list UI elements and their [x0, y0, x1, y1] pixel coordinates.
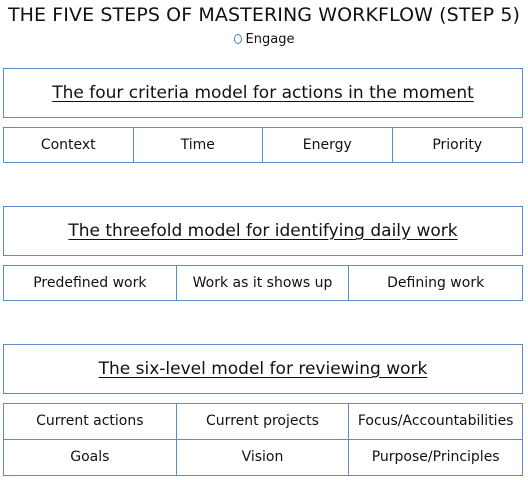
page-title: THE FIVE STEPS OF MASTERING WORKFLOW (ST… [7, 4, 521, 26]
section-2-heading-box: The threefold model for identifying dail… [3, 206, 523, 256]
section-3-heading: The six-level model for reviewing work [98, 359, 428, 379]
criteria-cell: Priority [432, 137, 483, 153]
daily-work-cell: Predefined work [4, 266, 177, 300]
bullet-icon [233, 34, 242, 44]
daily-work-cell: Defining work [387, 275, 485, 291]
review-level-cell: Purpose/Principles [371, 449, 500, 466]
section-1-heading-box: The four criteria model for actions in t… [3, 68, 523, 118]
review-level-cell: Focus/Accountabilities [349, 404, 522, 440]
section-3-heading-box: The six-level model for reviewing work [3, 344, 523, 394]
daily-work-cell: Work as it shows up [177, 266, 350, 300]
section-2-heading: The threefold model for identifying dail… [68, 221, 458, 241]
review-level-cell: Current actions [4, 404, 177, 440]
review-level-cell: Vision [177, 439, 350, 475]
criteria-cell: Energy [263, 128, 393, 162]
criteria-cell: Context [4, 128, 134, 162]
section-1-heading: The four criteria model for actions in t… [52, 83, 474, 103]
section-2-grid: Predefined work Work as it shows up Defi… [3, 265, 523, 301]
subtitle: Engage [0, 32, 528, 47]
subtitle-label: Engage [245, 32, 295, 47]
review-level-cell: Goals [4, 439, 177, 475]
section-3-grid: Current actions Current projects Focus/A… [3, 403, 523, 476]
section-1-grid: Context Time Energy Priority [3, 127, 523, 163]
criteria-cell: Time [134, 128, 263, 162]
review-level-cell: Current projects [176, 404, 350, 440]
